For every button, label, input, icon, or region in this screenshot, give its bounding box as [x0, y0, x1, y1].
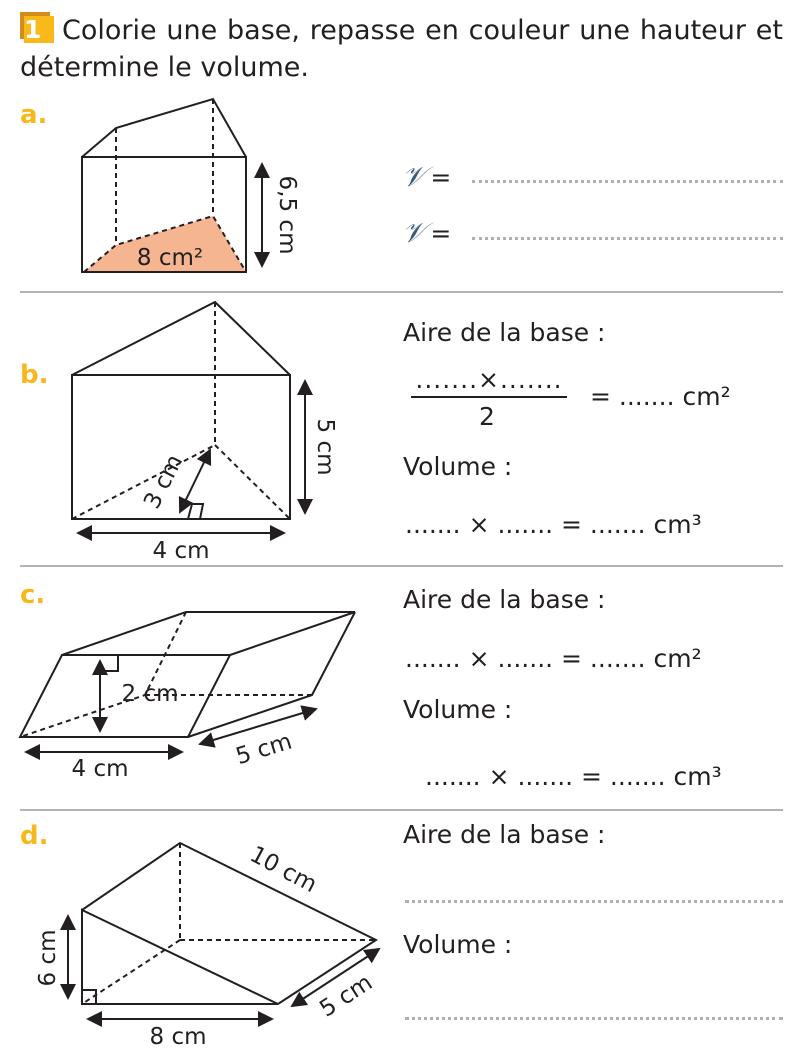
part-a-label: a. — [20, 100, 48, 130]
separator — [20, 809, 783, 811]
b-area-result[interactable]: = ....... cm² — [590, 382, 731, 411]
prism-c — [18, 611, 356, 760]
b-height-label: 5 cm — [312, 419, 338, 476]
a-height-label: 6,5 cm — [274, 176, 300, 255]
b-volume-formula[interactable]: ....... × ....... = ....... cm³ — [405, 510, 702, 539]
d-height-label: 6 cm — [35, 930, 61, 987]
d-volume-title: Volume : — [403, 930, 513, 959]
c-base-length-label: 4 cm — [72, 756, 129, 782]
b-triangle-height-label: 3 cm — [139, 451, 188, 514]
d-hyp-label: 10 cm — [246, 842, 321, 899]
b-area-title: Aire de la base : — [403, 318, 606, 347]
d-area-answer-field[interactable] — [405, 900, 783, 903]
fraction-bar — [411, 396, 567, 398]
a-base-area-label: 8 cm² — [137, 245, 203, 271]
b-numerator[interactable]: .......×....... — [415, 365, 563, 394]
a-answer-field-2[interactable] — [472, 237, 783, 240]
b-denominator: 2 — [479, 402, 495, 431]
a-volume-line-1: 𝒱 = — [402, 160, 452, 193]
c-area-formula[interactable]: ....... × ....... = ....... cm² — [405, 644, 702, 673]
a-answer-field-1[interactable] — [472, 180, 783, 183]
a-volume-line-2: 𝒱 = — [402, 216, 452, 249]
d-area-title: Aire de la base : — [403, 820, 606, 849]
separator — [20, 291, 783, 293]
d-base-length-label: 8 cm — [150, 1024, 207, 1050]
prism-b — [71, 300, 313, 541]
prism-a — [81, 97, 270, 273]
c-depth-label: 5 cm — [233, 729, 295, 771]
c-area-title: Aire de la base : — [403, 585, 606, 614]
part-d-label: d. — [20, 821, 49, 851]
b-volume-title: Volume : — [403, 452, 513, 481]
c-volume-formula[interactable]: ....... × ....... = ....... cm³ — [425, 762, 722, 791]
prism-a-base — [84, 216, 246, 272]
exercise-number-badge: 1 — [20, 12, 54, 43]
instruction-text: Colorie une base, repasse en couleur une… — [20, 15, 783, 83]
d-depth-label: 5 cm — [315, 970, 377, 1023]
b-base-length-label: 4 cm — [153, 538, 210, 564]
c-height-label: 2 cm — [122, 681, 179, 707]
part-b-label: b. — [20, 360, 49, 390]
d-volume-answer-field[interactable] — [405, 1017, 783, 1020]
c-volume-title: Volume : — [403, 695, 513, 724]
part-c-label: c. — [20, 580, 46, 610]
prism-d — [60, 841, 381, 1027]
separator — [20, 565, 783, 567]
